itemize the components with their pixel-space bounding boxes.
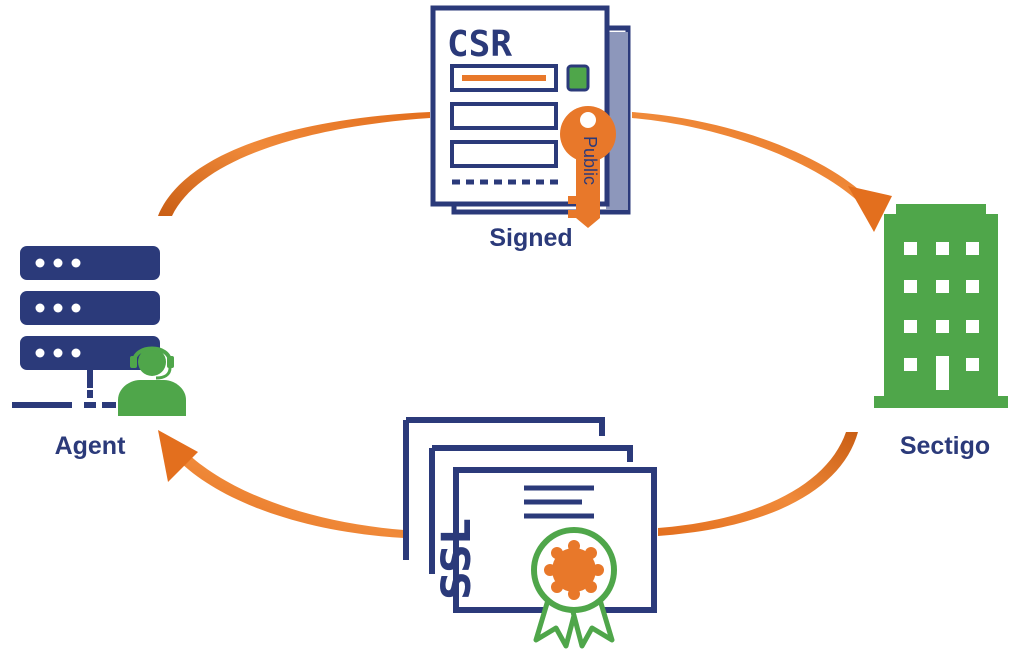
csr-title: CSR [447, 24, 512, 65]
ssl-certificate-with-badge-icon: SSL [403, 417, 657, 649]
signed-label: Signed [489, 224, 573, 252]
public-key-label: Public [580, 136, 600, 185]
ssl-title: SSL [434, 519, 480, 600]
public-key-icon: Public [560, 106, 616, 228]
arrowhead-to-agent [158, 430, 198, 482]
award-badge-icon [531, 527, 617, 649]
building-icon [874, 204, 1008, 408]
support-agent-icon [118, 346, 186, 416]
cycle-arrows [158, 112, 892, 538]
arc-csr-to-sectigo [632, 112, 868, 205]
csr-document-with-key-icon: CSR Public [430, 5, 631, 228]
arc-ssl-to-agent [178, 452, 404, 538]
agent-label: Agent [54, 432, 126, 460]
server-with-support-agent-icon [12, 246, 186, 416]
sectigo-label: Sectigo [899, 432, 991, 460]
arc-agent-to-csr [158, 112, 430, 216]
arrowhead-to-sectigo [848, 186, 892, 232]
arc-sectigo-to-ssl [658, 432, 858, 536]
